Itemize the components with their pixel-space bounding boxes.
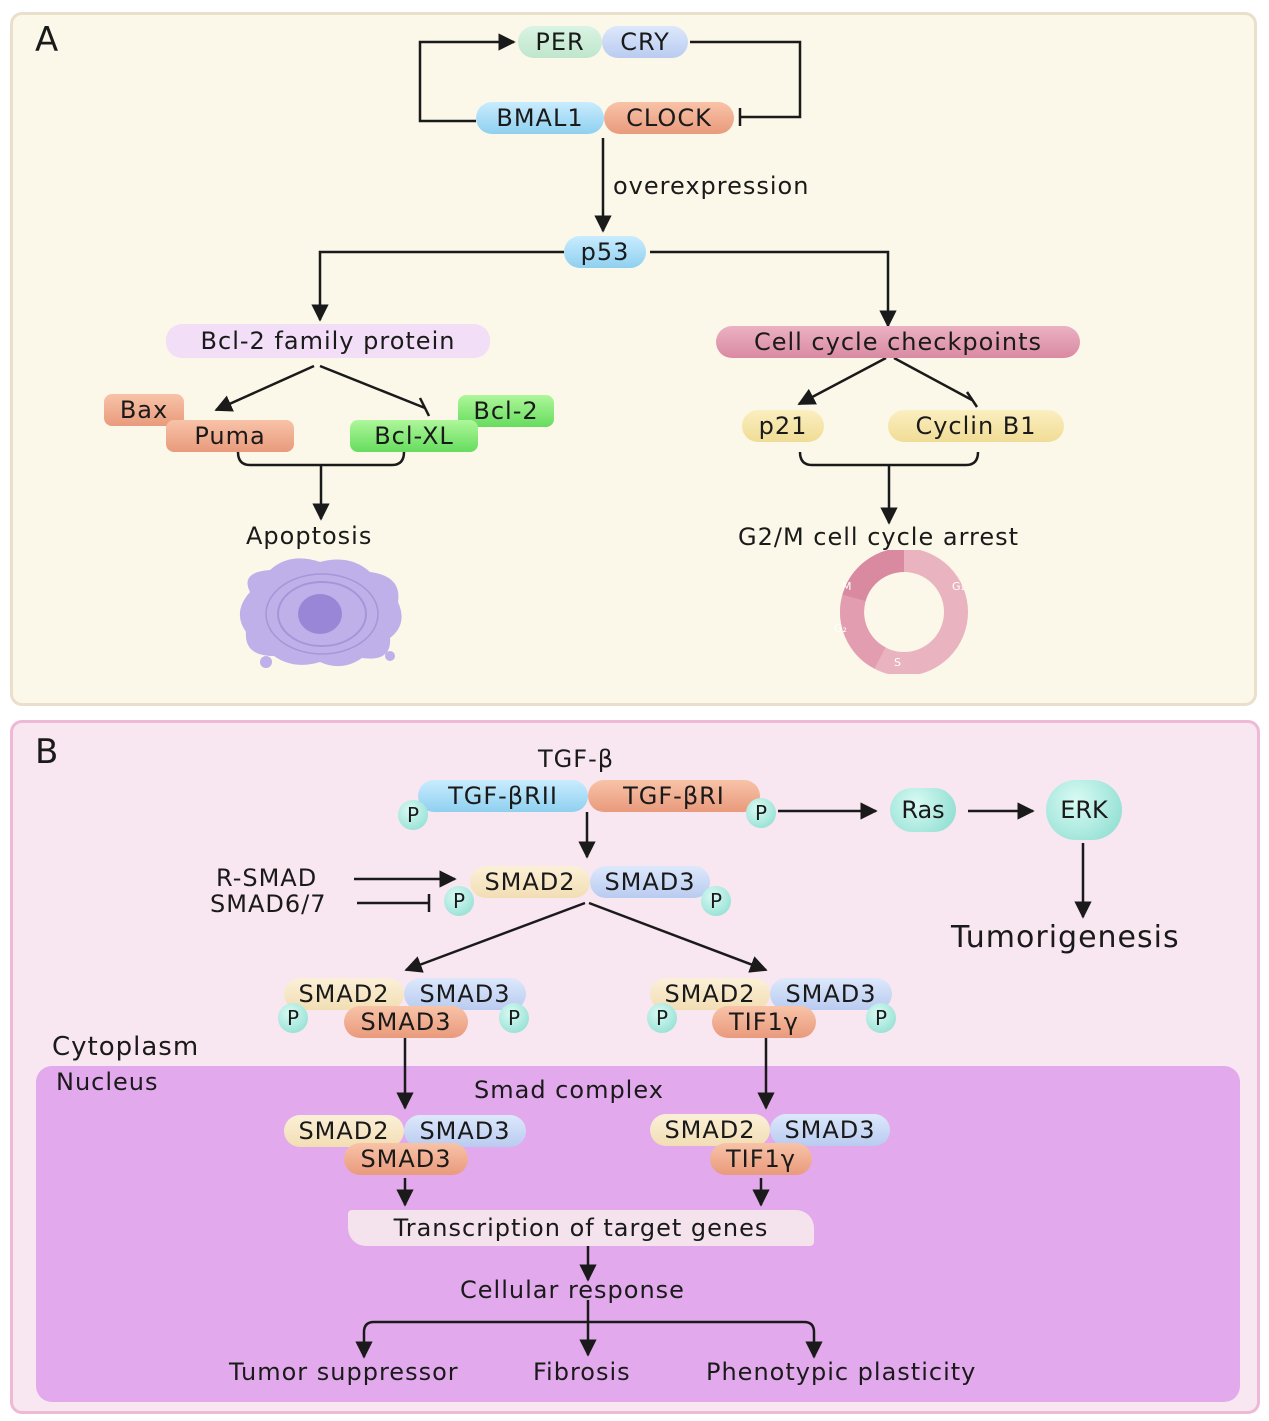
phospho-tgf-rii: P <box>398 800 428 830</box>
nuclear-left-smad3-partner: SMAD3 <box>344 1143 468 1175</box>
right-complex-tif1g: TIF1γ <box>712 1006 816 1038</box>
bcl2-family-box: Bcl-2 family protein <box>166 324 490 358</box>
smad67-label: SMAD6/7 <box>210 890 327 918</box>
panel-a-letter: A <box>35 20 59 60</box>
cellular-response-label: Cellular response <box>460 1276 685 1304</box>
apoptotic-cell-icon <box>239 558 402 668</box>
erk-node: ERK <box>1046 780 1122 840</box>
p53-protein: p53 <box>564 236 646 268</box>
per-protein: PER <box>518 26 602 58</box>
fibrosis-label: Fibrosis <box>533 1358 631 1386</box>
nuclear-right-smad3: SMAD3 <box>770 1114 890 1146</box>
tumor-suppressor-label: Tumor suppressor <box>229 1358 459 1386</box>
ras-node: Ras <box>890 788 956 832</box>
g2m-arrest-label: G2/M cell cycle arrest <box>738 523 1020 551</box>
phospho-right-a: P <box>647 1003 677 1033</box>
left-complex-smad2: SMAD2 <box>284 978 404 1010</box>
cytoplasm-label: Cytoplasm <box>52 1032 200 1062</box>
cell-cycle-ring-icon: M G₁ G₂ S <box>834 550 968 674</box>
nuclear-left-smad3: SMAD3 <box>404 1115 526 1147</box>
phospho-tgf-ri: P <box>746 798 776 828</box>
r-smad-label: R-SMAD <box>216 864 318 892</box>
transcription-box: Transcription of target genes <box>348 1210 814 1246</box>
tgf-ri-receptor: TGF-βRI <box>588 780 760 812</box>
smad-complex-label: Smad complex <box>474 1076 664 1104</box>
p21-protein: p21 <box>742 410 824 442</box>
cyclin-b1-protein: Cyclin B1 <box>888 410 1064 442</box>
tgf-rii-receptor: TGF-βRII <box>418 780 588 812</box>
phospho-smad2: P <box>444 886 474 916</box>
nuclear-right-tif1g: TIF1γ <box>710 1143 812 1175</box>
nuclear-right-smad2: SMAD2 <box>650 1114 770 1146</box>
phase-s-label: S <box>894 656 901 669</box>
phenotypic-plasticity-label: Phenotypic plasticity <box>706 1358 977 1386</box>
cell-cycle-checkpoints-box: Cell cycle checkpoints <box>716 326 1080 358</box>
left-complex-smad3-partner: SMAD3 <box>344 1006 468 1038</box>
phospho-smad3: P <box>701 886 731 916</box>
right-complex-smad3: SMAD3 <box>770 978 892 1010</box>
smad3-protein: SMAD3 <box>590 866 710 898</box>
bax-protein: Bax <box>104 394 184 426</box>
tumorigenesis-label: Tumorigenesis <box>951 920 1180 955</box>
nucleus-label: Nucleus <box>56 1068 159 1096</box>
phospho-right-b: P <box>866 1003 896 1033</box>
right-complex-smad2: SMAD2 <box>650 978 770 1010</box>
bmal1-protein: BMAL1 <box>476 102 604 134</box>
phase-g1-label: G₁ <box>952 580 965 593</box>
cry-protein: CRY <box>602 26 688 58</box>
panel-b-letter: B <box>35 732 59 772</box>
apoptosis-label: Apoptosis <box>246 522 373 550</box>
phospho-left-b: P <box>499 1003 529 1033</box>
overexpression-label: overexpression <box>613 172 810 200</box>
phospho-left-a: P <box>278 1003 308 1033</box>
tgf-beta-label: TGF-β <box>538 745 615 773</box>
puma-protein: Puma <box>166 420 294 452</box>
bcl-xl-protein: Bcl-XL <box>350 420 478 452</box>
clock-protein: CLOCK <box>604 102 734 134</box>
phase-g2-label: G₂ <box>834 622 847 635</box>
phase-m-label: M <box>842 580 852 593</box>
nuclear-left-smad2: SMAD2 <box>284 1115 404 1147</box>
smad2-protein: SMAD2 <box>470 866 590 898</box>
